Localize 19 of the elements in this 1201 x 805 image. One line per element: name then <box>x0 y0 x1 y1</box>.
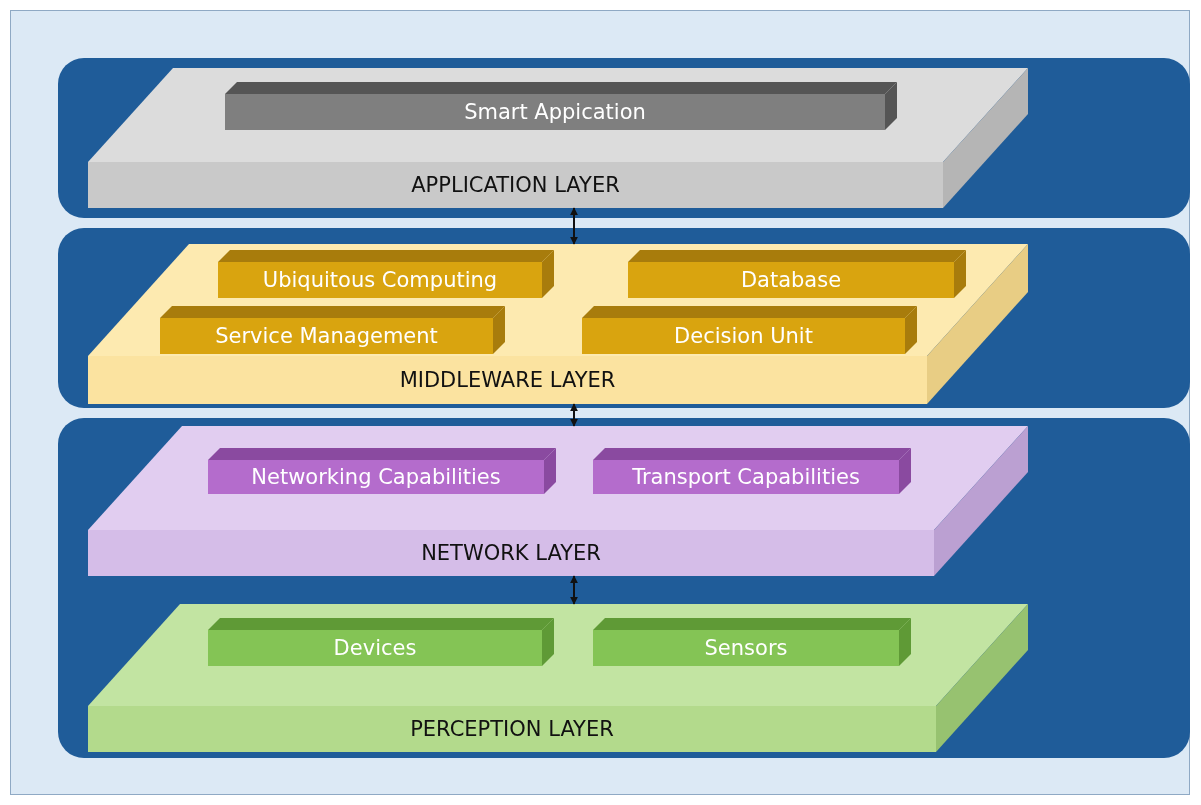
layer-band <box>58 228 1190 408</box>
component-label: Networking Capabilities <box>251 465 501 489</box>
double-arrow <box>570 207 578 245</box>
layer-title: APPLICATION LAYER <box>411 173 620 197</box>
double-arrow <box>570 575 578 605</box>
component-label: Devices <box>333 636 417 660</box>
component-label: Service Management <box>215 324 438 348</box>
layer-title: PERCEPTION LAYER <box>410 717 614 741</box>
double-arrow <box>570 403 578 427</box>
layer-band <box>58 418 1190 758</box>
component-label: Database <box>740 268 842 292</box>
layer-title: MIDDLEWARE LAYER <box>399 368 616 392</box>
layer-band <box>58 58 1190 218</box>
component-label: Transport Capabilities <box>632 465 860 489</box>
layer-title: NETWORK LAYER <box>421 541 601 565</box>
component-label: Ubiquitous Computing <box>262 268 498 292</box>
component-label: Smart Appication <box>464 100 646 124</box>
component-label: Sensors <box>704 636 788 660</box>
component-label: Decision Unit <box>674 324 813 348</box>
